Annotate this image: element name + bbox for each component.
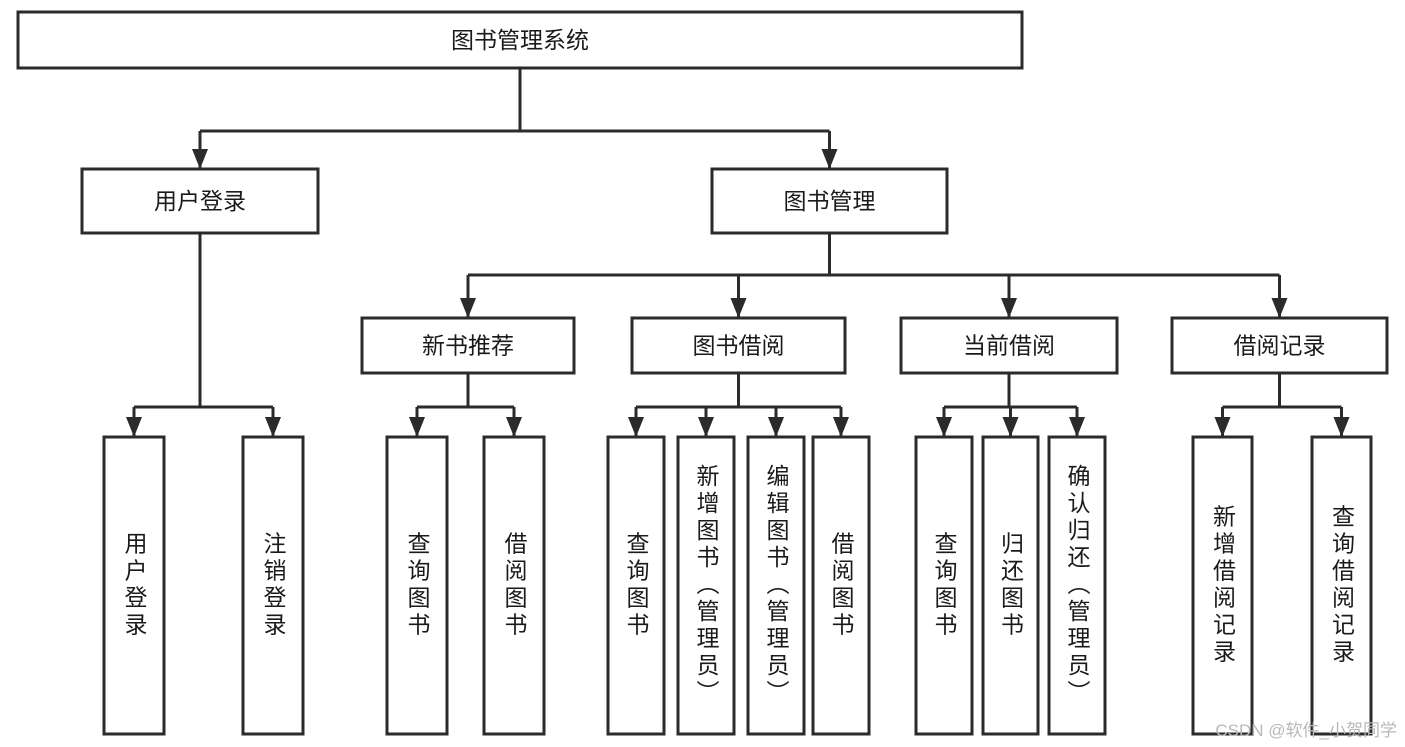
node-leaf-confirm-return-box[interactable]	[1047, 435, 1107, 736]
arrow-head-icon	[1214, 417, 1231, 437]
node-leaf-borrow-book-rec-label: 借阅图书	[501, 532, 528, 640]
node-leaf-add-book-admin-box[interactable]	[676, 435, 736, 736]
node-leaf-borrow-book-bor-box[interactable]	[811, 435, 871, 736]
node-leaf-add-book-admin-label: 新增图书（管理员）	[693, 464, 720, 707]
node-leaf-user-logout[interactable]: 注销登录	[241, 435, 305, 736]
node-leaf-confirm-return-label: 确认归还（管理员）	[1064, 464, 1091, 707]
node-root-system-box[interactable]	[16, 10, 1024, 70]
node-leaf-query-book-rec-box[interactable]	[385, 435, 449, 736]
arrow-head-icon	[768, 417, 784, 437]
node-leaf-query-book-cur[interactable]: 查询图书	[914, 435, 974, 736]
node-borrow-record-label: 借阅记录	[1234, 333, 1326, 359]
node-book-manage-box[interactable]	[710, 167, 949, 235]
arrow-head-icon	[126, 417, 142, 437]
node-leaf-return-book[interactable]: 归还图书	[981, 435, 1040, 736]
node-current-borrow[interactable]: 当前借阅	[899, 316, 1119, 375]
node-leaf-add-record-box[interactable]	[1191, 435, 1254, 736]
node-leaf-return-book-box[interactable]	[981, 435, 1040, 736]
node-leaf-user-logout-label: 注销登录	[260, 532, 287, 640]
node-leaf-query-book-bor-box[interactable]	[606, 435, 666, 736]
node-book-manage[interactable]: 图书管理	[710, 167, 949, 235]
arrow-head-icon	[936, 417, 952, 437]
node-root-system-label: 图书管理系统	[451, 27, 589, 53]
connector-layer	[126, 68, 1350, 437]
node-leaf-query-book-bor[interactable]: 查询图书	[606, 435, 666, 736]
node-leaf-query-record[interactable]: 查询借阅记录	[1310, 435, 1373, 736]
node-user-login[interactable]: 用户登录	[80, 167, 320, 235]
node-current-borrow-label: 当前借阅	[963, 333, 1055, 359]
node-root-system[interactable]: 图书管理系统	[16, 10, 1024, 70]
node-leaf-user-login[interactable]: 用户登录	[102, 435, 166, 736]
arrow-head-icon	[265, 417, 281, 437]
node-leaf-query-record-label: 查询借阅记录	[1329, 505, 1356, 667]
node-book-borrow-box[interactable]	[630, 316, 847, 375]
node-leaf-edit-book-admin-label: 编辑图书（管理员）	[763, 464, 790, 707]
node-leaf-query-book-bor-label: 查询图书	[623, 532, 650, 640]
node-layer: 图书管理系统用户登录图书管理新书推荐图书借阅当前借阅借阅记录用户登录注销登录查询…	[16, 10, 1389, 736]
node-new-book-rec-label: 新书推荐	[422, 333, 514, 359]
node-leaf-query-book-rec[interactable]: 查询图书	[385, 435, 449, 736]
arrow-head-icon	[192, 149, 208, 169]
node-leaf-user-login-box[interactable]	[102, 435, 166, 736]
arrow-head-icon	[698, 417, 714, 437]
node-leaf-edit-book-admin[interactable]: 编辑图书（管理员）	[746, 435, 806, 736]
node-leaf-add-book-admin[interactable]: 新增图书（管理员）	[676, 435, 736, 736]
node-leaf-confirm-return[interactable]: 确认归还（管理员）	[1047, 435, 1107, 736]
node-current-borrow-box[interactable]	[899, 316, 1119, 375]
node-leaf-borrow-book-bor[interactable]: 借阅图书	[811, 435, 871, 736]
arrow-head-icon	[1271, 298, 1288, 318]
node-new-book-rec-box[interactable]	[360, 316, 576, 375]
node-borrow-record-box[interactable]	[1170, 316, 1389, 375]
node-leaf-add-record-label: 新增借阅记录	[1210, 505, 1237, 667]
arrow-head-icon	[833, 417, 849, 437]
node-leaf-borrow-book-rec-box[interactable]	[482, 435, 546, 736]
arrow-head-icon	[409, 417, 425, 437]
arrow-head-icon	[460, 298, 476, 318]
arrow-head-icon	[730, 298, 747, 318]
node-book-borrow-label: 图书借阅	[693, 333, 785, 359]
node-user-login-label: 用户登录	[154, 188, 246, 214]
arrow-head-icon	[1333, 417, 1350, 437]
node-leaf-user-logout-box[interactable]	[241, 435, 305, 736]
node-leaf-query-book-cur-box[interactable]	[914, 435, 974, 736]
node-leaf-user-login-label: 用户登录	[121, 532, 148, 640]
arrow-head-icon	[821, 149, 838, 169]
node-leaf-query-book-cur-label: 查询图书	[931, 532, 958, 640]
arrow-head-icon	[628, 417, 644, 437]
node-book-manage-label: 图书管理	[784, 188, 876, 214]
node-leaf-borrow-book-bor-label: 借阅图书	[828, 532, 855, 640]
node-book-borrow[interactable]: 图书借阅	[630, 316, 847, 375]
node-leaf-edit-book-admin-box[interactable]	[746, 435, 806, 736]
node-leaf-return-book-label: 归还图书	[998, 532, 1025, 640]
arrow-head-icon	[1001, 298, 1017, 318]
node-new-book-rec[interactable]: 新书推荐	[360, 316, 576, 375]
node-borrow-record[interactable]: 借阅记录	[1170, 316, 1389, 375]
arrow-head-icon	[1069, 417, 1085, 437]
node-leaf-add-record[interactable]: 新增借阅记录	[1191, 435, 1254, 736]
node-user-login-box[interactable]	[80, 167, 320, 235]
node-leaf-query-record-box[interactable]	[1310, 435, 1373, 736]
arrow-head-icon	[1002, 417, 1019, 437]
arrow-head-icon	[506, 417, 522, 437]
node-leaf-borrow-book-rec[interactable]: 借阅图书	[482, 435, 546, 736]
node-leaf-query-book-rec-label: 查询图书	[404, 532, 431, 640]
